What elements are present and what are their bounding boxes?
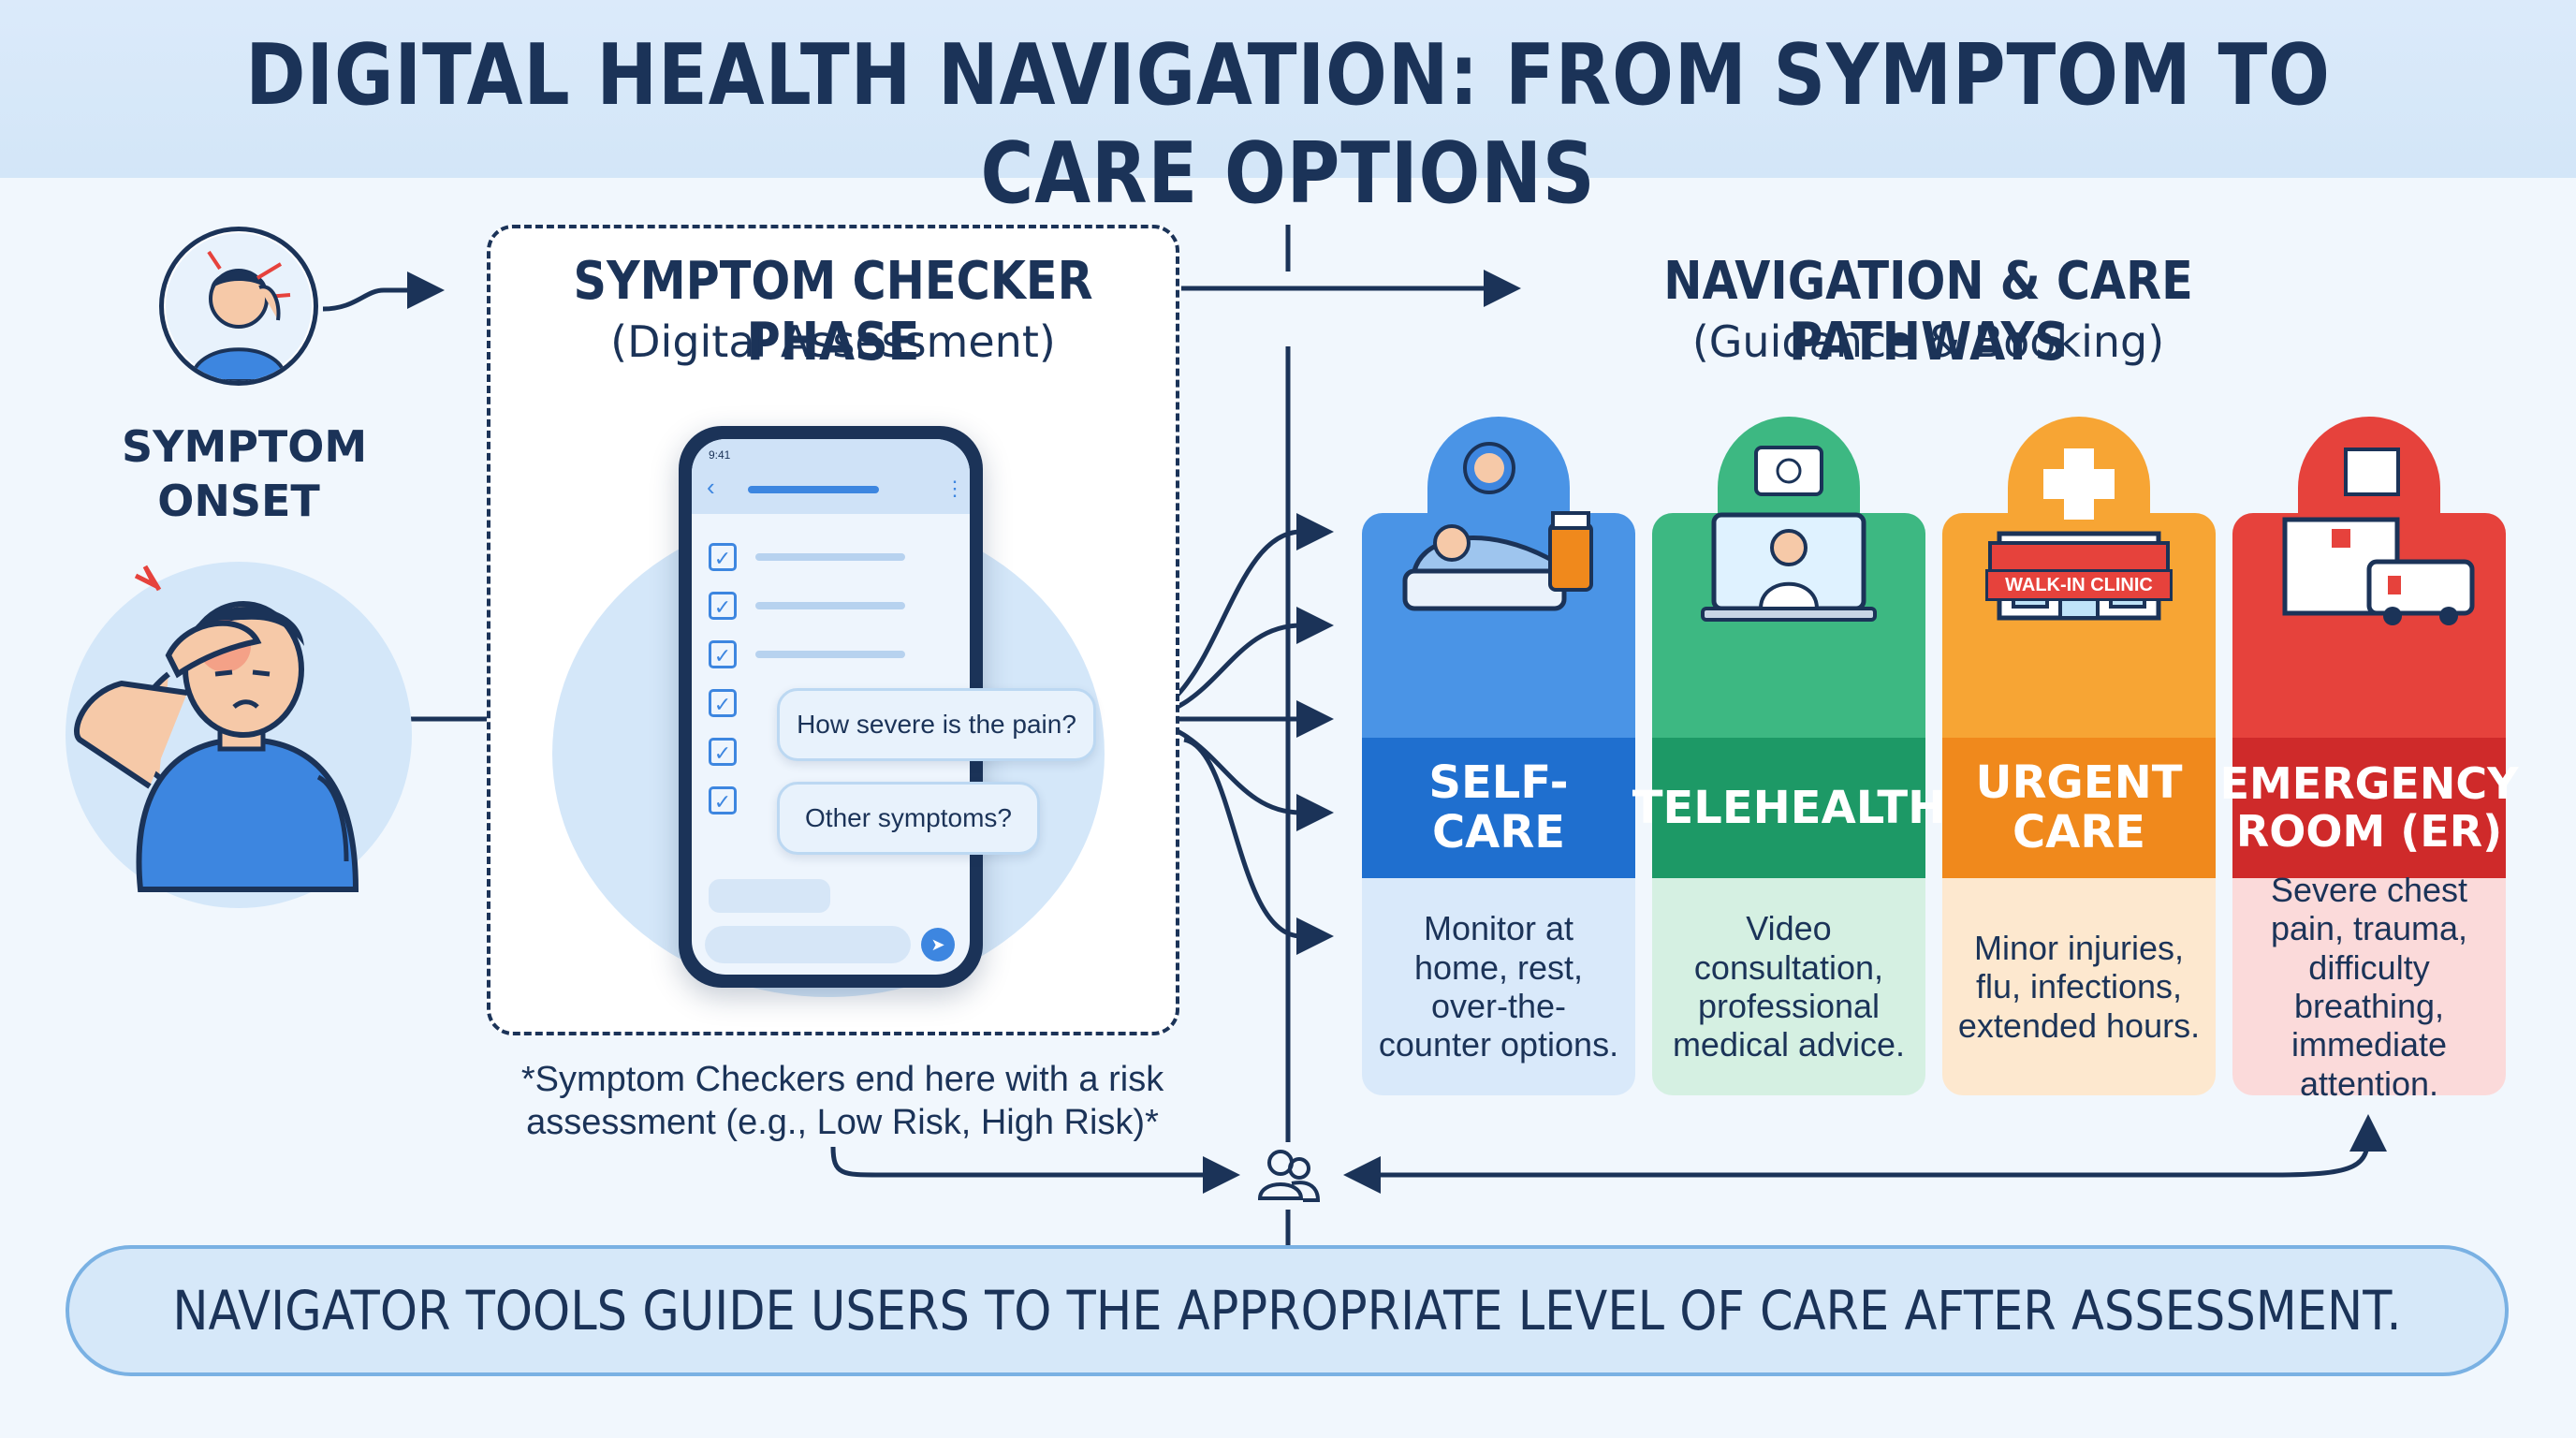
checker-note-line1: *Symptom Checkers end here with a risk xyxy=(520,1060,1164,1099)
phone-time: 9:41 xyxy=(709,448,731,462)
onset-arrow xyxy=(322,271,445,312)
checkbox-checked-icon[interactable]: ✓ xyxy=(709,592,737,620)
checklist-item[interactable]: ✓ xyxy=(692,581,970,630)
back-icon[interactable]: ‹ xyxy=(707,473,715,501)
title-band xyxy=(0,0,2576,178)
message-input[interactable] xyxy=(705,926,911,963)
navigator-to-er-arrow xyxy=(2274,1114,2387,1178)
checklist-item[interactable]: ✓ xyxy=(692,727,970,776)
onset-label-line2: ONSET xyxy=(157,476,320,526)
checklist-item[interactable]: ✓ xyxy=(692,630,970,679)
phone-title-bar xyxy=(748,486,879,493)
chat-bubble-other: Other symptoms? xyxy=(777,782,1040,855)
more-icon[interactable]: ⋮ xyxy=(944,477,965,500)
checkbox-checked-icon[interactable]: ✓ xyxy=(709,786,737,814)
checkbox-checked-icon[interactable]: ✓ xyxy=(709,640,737,668)
care-card-3-label[interactable]: URGENT CARE xyxy=(1942,738,2216,878)
checklist-item[interactable]: ✓ xyxy=(692,679,970,727)
chat-placeholder xyxy=(709,879,830,913)
checklist-item[interactable]: ✓ xyxy=(692,776,970,825)
checklist: ✓ ✓ ✓ ✓ ✓ ✓ xyxy=(692,533,970,825)
bottom-banner-text: NAVIGATOR TOOLS GUIDE USERS TO THE APPRO… xyxy=(172,1279,2402,1343)
care-card-2-label[interactable]: TELEHEALTH xyxy=(1632,738,1945,878)
care-card-1-label[interactable]: SELF-CARE xyxy=(1362,738,1635,878)
care-card-1-description: Monitor at home, rest, over-the-counter … xyxy=(1362,878,1635,1095)
onset-label: SYMPTOM ONSET xyxy=(122,419,368,528)
checker-note-line2: assessment (e.g., Low Risk, High Risk)* xyxy=(526,1103,1159,1142)
page-title: DIGITAL HEALTH NAVIGATION: FROM SYMPTOM … xyxy=(245,26,2331,223)
checklist-item[interactable]: ✓ xyxy=(692,533,970,581)
note-to-navigator-arrow xyxy=(830,1146,1240,1194)
onset-small-icon xyxy=(159,227,318,386)
clinic-sign: WALK-IN CLINIC xyxy=(1985,569,2173,601)
care-card-2-description: Video consultation, professional medical… xyxy=(1652,878,1925,1095)
checker-subheading: (Digital Assessment) xyxy=(610,316,1056,367)
navigator-icon xyxy=(1254,1142,1322,1210)
send-icon[interactable]: ➤ xyxy=(921,928,955,961)
bottom-banner: NAVIGATOR TOOLS GUIDE USERS TO THE APPRO… xyxy=(66,1245,2509,1376)
checkbox-checked-icon[interactable]: ✓ xyxy=(709,689,737,717)
care-card-4-description: Severe chest pain, trauma, difficulty br… xyxy=(2232,871,2506,1103)
headache-person-icon xyxy=(166,233,312,381)
chat-bubble-severity: How severe is the pain? xyxy=(777,688,1096,761)
checkbox-checked-icon[interactable]: ✓ xyxy=(709,738,737,766)
care-card-4-label[interactable]: EMERGENCY ROOM (ER) xyxy=(2220,738,2518,878)
video-doctor-icon xyxy=(1676,431,1901,627)
checker-note: *Symptom Checkers end here with a risk a… xyxy=(505,1058,1179,1144)
branch-arrow-5 xyxy=(1183,737,1334,955)
checker-heading: SYMPTOM CHECKER PHASE xyxy=(573,251,1093,373)
onset-label-line1: SYMPTOM xyxy=(122,421,368,472)
navigation-subheading: (Guidance & Booking) xyxy=(1691,316,2165,367)
navigation-heading: NAVIGATION & CARE PATHWAYS xyxy=(1663,251,2193,373)
care-card-3-description: Minor injuries, flu, infections, extende… xyxy=(1942,878,2216,1095)
hospital-ambulance-icon xyxy=(2257,431,2481,627)
headache-person-illustration xyxy=(74,565,359,892)
phone-header xyxy=(692,439,970,514)
checkbox-checked-icon[interactable]: ✓ xyxy=(709,543,737,571)
sick-in-bed-icon xyxy=(1386,431,1611,627)
